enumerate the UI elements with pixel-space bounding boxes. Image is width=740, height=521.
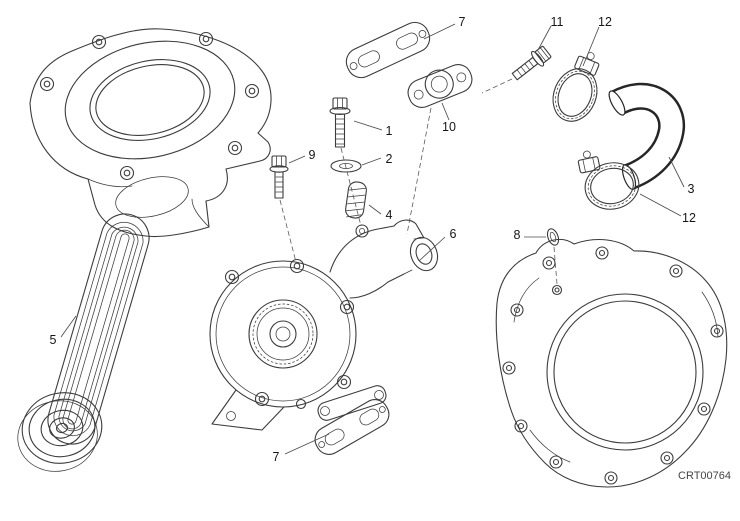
callout-hose-3: 3 (688, 182, 695, 196)
callout-washer-2: 2 (386, 152, 393, 166)
drawing-code: CRT00764 (678, 470, 731, 482)
callouts: 7 11 12 1 10 2 9 4 6 8 3 12 5 7 (50, 15, 696, 464)
clutch-side-cover (495, 238, 728, 488)
callout-screw-11: 11 (551, 15, 564, 29)
callout-insert-4: 4 (386, 208, 393, 222)
callout-plug-8: 8 (514, 228, 521, 242)
lower-gasket (314, 399, 390, 455)
screw-9 (269, 155, 289, 199)
callout-water-union: 10 (442, 120, 456, 134)
cylinder (29, 28, 272, 238)
water-pump (209, 219, 439, 431)
spring-insert-4 (345, 181, 367, 219)
water-hose (608, 82, 686, 190)
callout-water-pump-6: 6 (450, 227, 457, 241)
callout-screw-1: 1 (386, 124, 393, 138)
screw-11 (511, 45, 552, 81)
assembly-axes (279, 78, 558, 285)
belt-pulley (17, 392, 103, 472)
cover-bolt-holes (502, 246, 724, 485)
leader-lines (60, 23, 685, 455)
drive-belt (47, 213, 150, 445)
callout-lower-gasket: 7 (273, 450, 280, 464)
upper-gasket (345, 21, 431, 79)
callout-belt-5: 5 (50, 333, 57, 347)
water-union (407, 64, 473, 108)
callout-clamp-upper: 12 (598, 15, 612, 29)
callout-clamp-lower: 12 (682, 211, 696, 225)
washer-2 (330, 159, 362, 173)
plug-8 (546, 228, 560, 246)
callout-upper-gasket: 7 (459, 15, 466, 29)
hose-clamp-upper (552, 52, 600, 122)
screw-1 (329, 97, 351, 148)
pump-cover-bolts (224, 258, 355, 410)
cylinder-stud-holes (39, 31, 260, 181)
callout-screw-9: 9 (309, 148, 316, 162)
hose-clamp-lower (577, 150, 640, 210)
